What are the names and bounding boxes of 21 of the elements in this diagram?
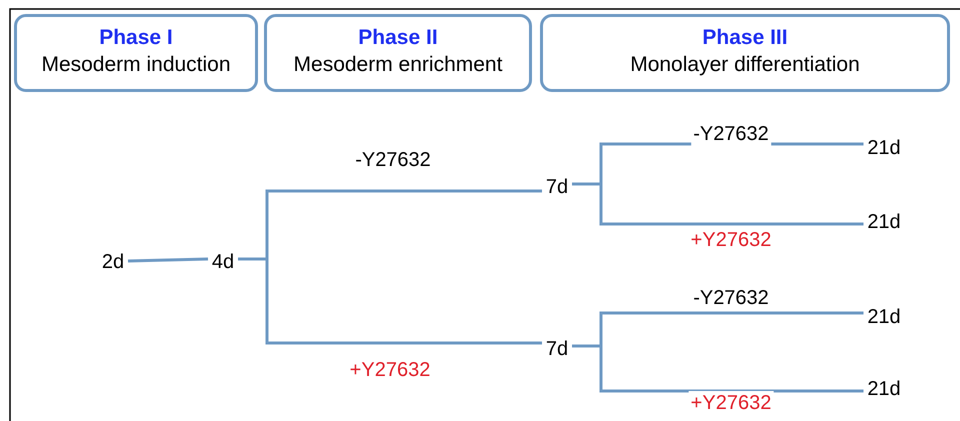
phase-heading: Phase I	[99, 25, 173, 51]
timepoint-label: 7d	[546, 337, 568, 362]
phase-box	[264, 14, 532, 92]
timepoint-label: 4d	[212, 250, 234, 275]
timepoint-label: 21d	[867, 210, 901, 235]
connector-line	[572, 344, 864, 392]
phase-description: Mesoderm induction	[41, 52, 231, 78]
timepoint-label: 7d	[546, 175, 568, 200]
timepoint-label: 21d	[867, 305, 901, 330]
connector-line	[128, 258, 208, 262]
connector-line	[572, 182, 864, 226]
phase-description: Mesoderm enrichment	[294, 52, 502, 78]
phase-box	[14, 14, 258, 92]
phase-heading: Phase III	[702, 25, 788, 51]
timepoint-label: 21d	[867, 136, 901, 161]
connector-line	[238, 258, 542, 344]
phase-box	[540, 14, 950, 92]
phase-heading: Phase II	[358, 25, 438, 51]
phase-description: Monolayer differentiation	[630, 52, 860, 78]
timepoint-label: 2d	[102, 250, 124, 275]
timepoint-label: 21d	[867, 377, 901, 402]
